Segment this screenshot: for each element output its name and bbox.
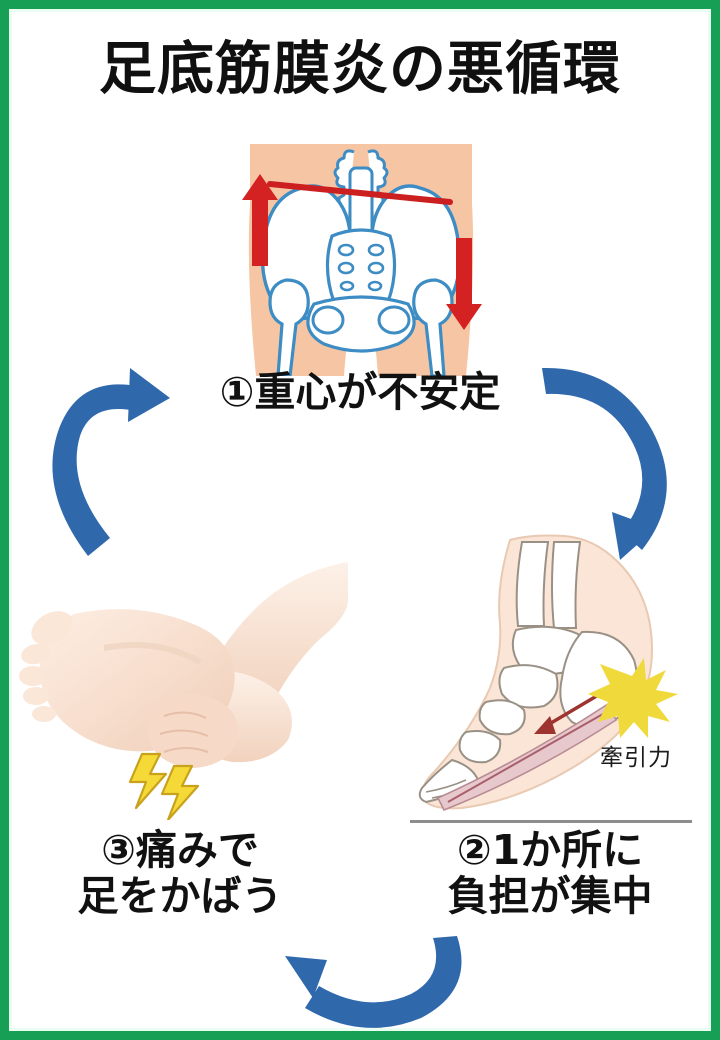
step-3-label: ③痛みで 足をかばう [77,826,283,920]
toe-3 [19,666,47,686]
foot-skeleton-traction-illustration [404,526,704,826]
cycle-arrow-right [542,367,667,560]
step-1-label: ①重心が不安定 [219,368,501,416]
traction-force-label: 牽引力 [600,745,672,771]
big-toe [31,611,73,645]
toe-4 [23,687,49,705]
hip-down-arrow [446,238,482,330]
toe-2 [21,643,51,665]
hands-holding-painful-foot-photo [8,540,348,822]
traction-arrow [534,692,601,734]
metatarsals [418,758,480,804]
sacral-foramina [337,243,385,292]
cycle-arrow-bottom [285,936,462,1028]
fibula [551,541,582,629]
finger-creases [159,711,209,753]
page-title: 足底筋膜炎の悪循環 [99,36,621,102]
pain-burst-star [588,658,678,738]
fascia-centerline [447,709,611,803]
hip-up-arrow [242,174,278,266]
cuboid [458,730,502,764]
cycle-arrow-left [52,368,170,556]
step-2-label: ②1か所に 負担が集中 [447,826,653,920]
pelvic-tilt-line [267,181,453,205]
cuneiform [478,699,526,736]
lower-leg [204,562,348,708]
toe-5 [32,706,56,722]
navicular [498,664,559,709]
pain-lightning-bolts [128,752,200,822]
pelvis-tilt-illustration [228,144,494,378]
ground-line [410,820,692,823]
